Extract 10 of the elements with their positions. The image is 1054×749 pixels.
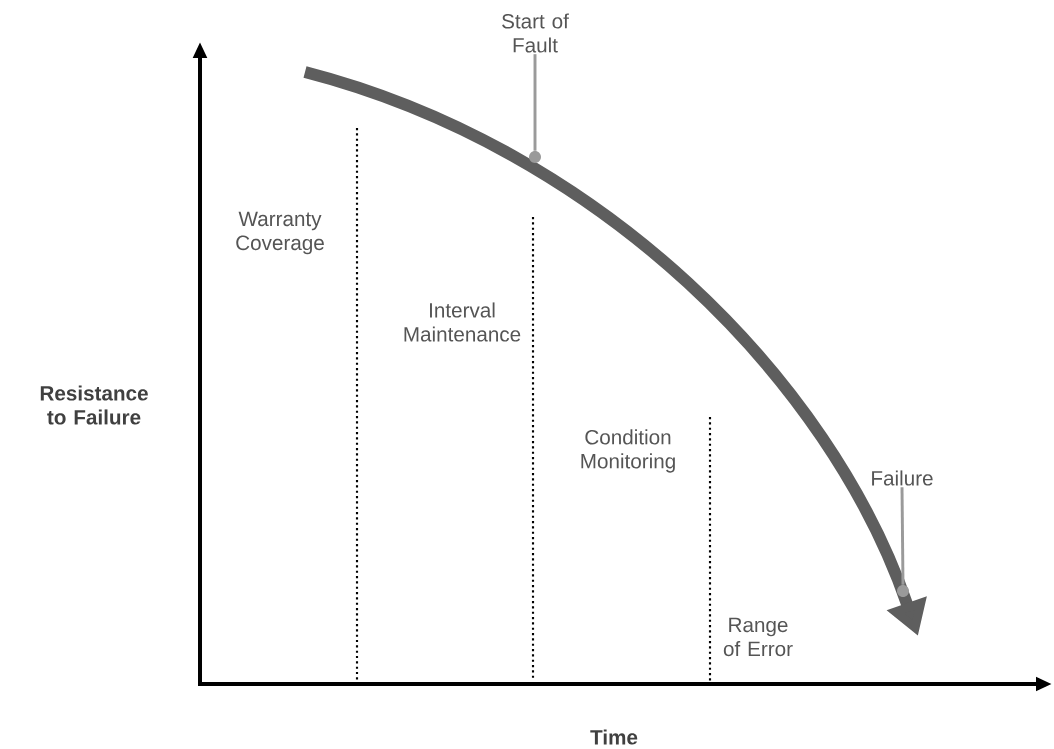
zone-label: Condition Monitoring bbox=[581, 429, 675, 473]
leader-line bbox=[900, 487, 905, 585]
leader-line bbox=[533, 54, 537, 151]
axis-label: Time bbox=[590, 729, 638, 745]
zone-label: Interval Maintenance bbox=[404, 302, 521, 342]
callout-text: Failure bbox=[872, 470, 933, 486]
zone-label: Warranty Coverage bbox=[236, 211, 324, 255]
callout-text: Start of Fault bbox=[502, 13, 569, 53]
zone-label: Range of Error bbox=[723, 617, 793, 657]
axis-label: Resistance to Failure bbox=[40, 385, 148, 425]
